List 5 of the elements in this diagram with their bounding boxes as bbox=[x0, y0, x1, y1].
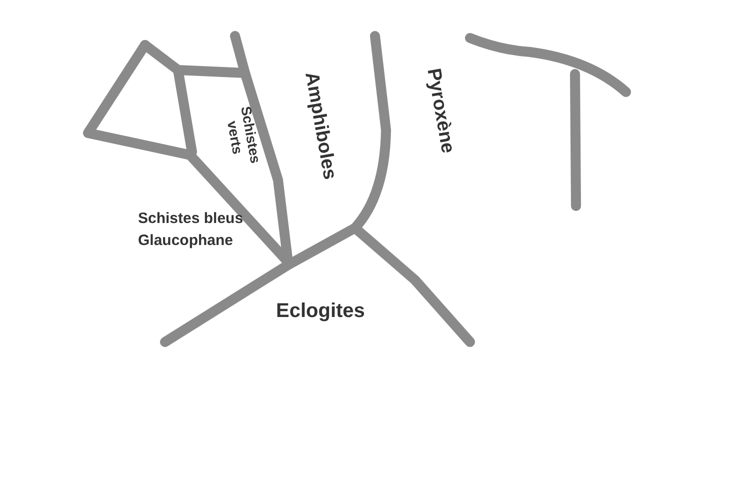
facies-label: Schistes verts bbox=[223, 104, 265, 166]
facies-label: Eclogites bbox=[276, 300, 366, 323]
facies-label: Pyroxène bbox=[422, 66, 460, 157]
facies-label: Schistes bleus Glaucophane bbox=[138, 209, 244, 251]
facies-label: Amphiboles bbox=[300, 69, 342, 184]
